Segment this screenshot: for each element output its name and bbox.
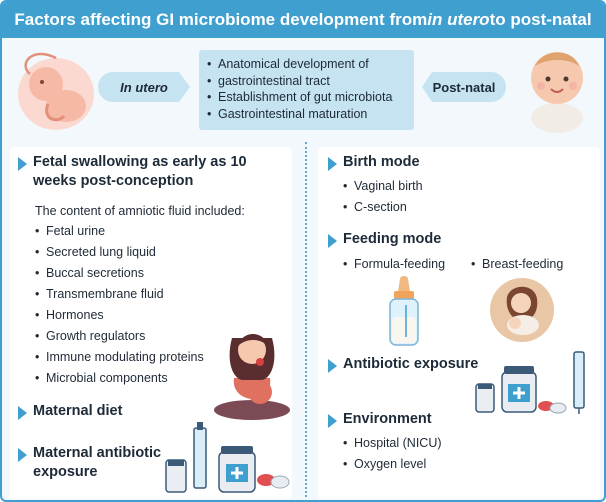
feeding-item: Formula-feeding [343,257,445,271]
summary-item: Establishment of gut microbiota [207,89,414,106]
timeline-divider [305,142,307,497]
baby-bottle-icon [389,276,419,346]
amniotic-item: Fetal urine [35,224,105,238]
medicine-icon [165,422,290,493]
amniotic-item: Growth regulators [35,329,145,343]
fetus-icon [18,52,94,130]
development-summary-box: Anatomical development of gastrointestin… [199,50,414,130]
amniotic-item: Transmembrane fluid [35,287,164,301]
heading-line: Maternal antibiotic [33,445,162,461]
amniotic-item: Secreted lung liquid [35,245,156,259]
amniotic-item: Immune modulating proteins [35,350,204,364]
heading-line: Fetal swallowing as early as 10 [33,154,247,170]
in-utero-label: In utero [98,72,190,102]
feeding-item: Breast-feeding [471,257,563,271]
pregnant-woman-icon [214,334,290,420]
amniotic-item: Microbial components [35,371,168,385]
feeding-mode-heading: Feeding mode [343,231,442,247]
page-title: Factors affecting GI microbiome developm… [2,2,604,38]
section-marker-icon [328,359,337,373]
section-marker-icon [328,157,337,171]
antibiotic-exposure-heading: Antibiotic exposure [343,356,479,372]
section-marker-icon [18,406,27,420]
medicine-icon [475,351,585,414]
summary-item: gastrointestinal tract [207,73,414,90]
birth-item: C-section [343,200,407,214]
birth-item: Vaginal birth [343,179,423,193]
section-marker-icon [18,448,27,462]
title-prefix: Factors affecting GI microbiome developm… [14,10,428,29]
in-utero-panel [10,147,292,499]
heading-line: exposure [33,464,98,480]
title-italic: in utero [427,10,490,29]
maternal-diet-heading: Maternal diet [33,403,123,419]
post-natal-label: Post-natal [422,72,506,102]
title-suffix: to post-natal [489,10,592,29]
environment-item: Oxygen level [343,457,426,471]
section-marker-icon [18,157,27,171]
summary-item: Anatomical development of [207,56,414,73]
breastfeeding-icon [490,278,554,342]
section-marker-icon [328,414,337,428]
birth-mode-heading: Birth mode [343,154,420,170]
fetal-swallowing-heading: Fetal swallowing as early as 10 weeks po… [33,153,283,191]
amniotic-intro: The content of amniotic fluid included: [35,204,245,218]
environment-heading: Environment [343,411,432,427]
environment-item: Hospital (NICU) [343,436,442,450]
summary-item: Gastrointestinal maturation [207,106,414,123]
maternal-antibiotic-heading: Maternal antibiotic exposure [33,444,161,482]
amniotic-item: Hormones [35,308,104,322]
section-marker-icon [328,234,337,248]
heading-line: weeks post-conception [33,173,194,189]
amniotic-item: Buccal secretions [35,266,144,280]
baby-icon [531,52,583,133]
